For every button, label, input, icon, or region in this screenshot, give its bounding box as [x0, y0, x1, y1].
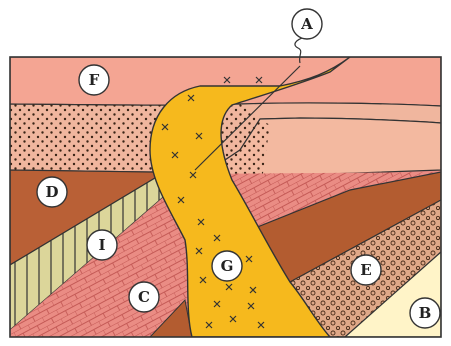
label-c: C [129, 282, 159, 312]
svg-text:F: F [89, 71, 100, 89]
svg-text:A: A [300, 15, 313, 33]
label-b: B [410, 298, 440, 328]
label-d: D [37, 177, 67, 207]
svg-text:I: I [98, 236, 105, 254]
label-e: E [351, 255, 381, 285]
label-i: I [87, 230, 117, 260]
svg-text:D: D [45, 183, 58, 201]
label-g: G [212, 251, 242, 281]
svg-text:C: C [138, 288, 150, 306]
label-a: A [292, 9, 322, 39]
svg-text:B: B [419, 304, 432, 322]
svg-text:E: E [360, 261, 371, 279]
svg-text:G: G [221, 257, 234, 275]
label-f: F [79, 65, 109, 95]
